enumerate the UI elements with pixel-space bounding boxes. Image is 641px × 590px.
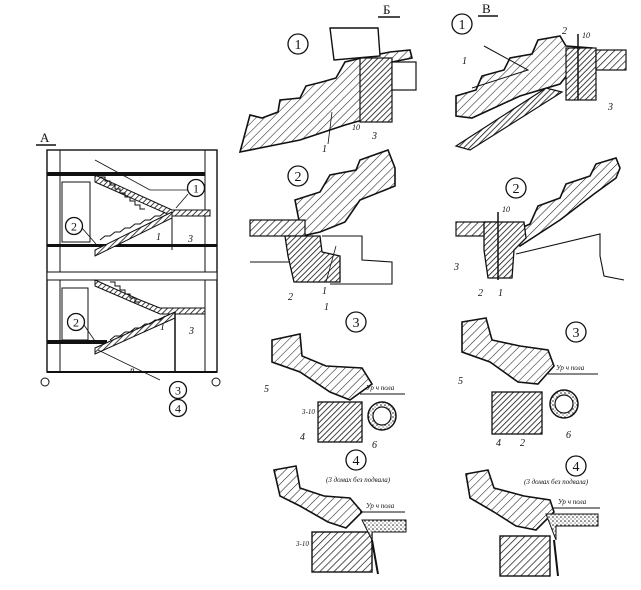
callout-number: 2 — [71, 220, 77, 234]
detail-callout — [565, 321, 587, 343]
axis-marker — [211, 377, 221, 387]
svg-text:3: 3 — [607, 102, 613, 113]
svg-text:3: 3 — [573, 326, 580, 341]
landing-beam — [284, 235, 341, 283]
landing-slab — [249, 219, 306, 237]
callout-number: 1 — [193, 182, 199, 196]
svg-text:3: 3 — [187, 234, 193, 245]
callout-circle — [66, 312, 86, 332]
svg-text:10: 10 — [502, 205, 510, 214]
svg-text:5: 5 — [458, 376, 463, 387]
section-letter-b: Б — [383, 2, 390, 17]
svg-text:3: 3 — [371, 131, 377, 142]
callout-circle — [186, 178, 206, 198]
floor-slab — [47, 244, 217, 247]
foundation-block — [499, 535, 551, 577]
svg-text:(3 домах без подвала): (3 домах без подвала) — [326, 476, 391, 484]
support-block — [491, 391, 543, 435]
detail-callout — [451, 13, 473, 35]
svg-text:3-10: 3-10 — [301, 408, 315, 416]
landing-beam — [483, 221, 527, 279]
landing-slab — [94, 174, 211, 217]
svg-text:4: 4 — [353, 454, 360, 469]
svg-text:2: 2 — [520, 438, 525, 449]
detail-callout — [565, 455, 587, 477]
svg-text:Ур ч пола: Ур ч пола — [366, 384, 395, 392]
top-step — [329, 27, 381, 61]
svg-text:1: 1 — [156, 232, 161, 243]
svg-text:1: 1 — [322, 286, 327, 297]
floor-slab — [46, 271, 218, 281]
svg-text:1: 1 — [498, 288, 503, 299]
svg-text:5: 5 — [264, 384, 269, 395]
detail-callout — [505, 177, 527, 199]
svg-text:1: 1 — [295, 38, 302, 53]
svg-text:3: 3 — [188, 326, 194, 337]
svg-text:4: 4 — [496, 438, 501, 449]
foundation-block — [311, 531, 373, 573]
stair-section-concrete — [461, 317, 555, 385]
section-letter-a: A — [40, 130, 50, 145]
detail-callout — [287, 165, 309, 187]
svg-text:2: 2 — [562, 26, 567, 37]
svg-text:10: 10 — [352, 123, 360, 132]
overview-section: A 1 2 2 — [36, 130, 221, 418]
floor-fill — [361, 519, 407, 541]
detail-callout — [345, 449, 367, 471]
column-b: Б 1 1 10 3 2 2 1 1 3 Ур ч пола 3-10 — [238, 2, 417, 575]
detail-callout — [287, 33, 309, 55]
floor-fill — [545, 513, 599, 541]
support-block — [317, 401, 363, 443]
column-v: В 1 1 2 10 3 2 10 3 2 1 3 Ур ч пол — [451, 1, 627, 577]
svg-text:2: 2 — [478, 288, 483, 299]
callout-number: 2 — [73, 316, 79, 330]
svg-text:10: 10 — [582, 31, 590, 40]
floor-slab — [47, 340, 107, 344]
section-letter-v: В — [482, 1, 491, 16]
callout-circle — [64, 216, 84, 236]
svg-text:2: 2 — [513, 182, 520, 197]
stair-flight — [94, 311, 176, 355]
stair-section-concrete — [465, 469, 555, 531]
landing-beam — [565, 47, 597, 101]
callout-number: 3 — [175, 384, 181, 398]
svg-text:4: 4 — [573, 460, 580, 475]
stair-section-concrete — [506, 157, 621, 248]
svg-text:3: 3 — [453, 262, 459, 273]
slab-end — [391, 61, 417, 91]
svg-text:Ур ч пола: Ур ч пола — [556, 364, 585, 372]
svg-text:1: 1 — [160, 322, 165, 333]
floor-slab — [47, 172, 205, 176]
svg-text:(3 домах без подвала): (3 домах без подвала) — [524, 478, 589, 486]
svg-text:3: 3 — [353, 316, 360, 331]
callout-circle — [168, 398, 188, 418]
svg-text:1: 1 — [459, 18, 466, 33]
svg-text:Ур ч пола: Ур ч пола — [366, 502, 395, 510]
svg-text:2: 2 — [295, 170, 302, 185]
svg-text:n: n — [130, 365, 135, 375]
stringer — [454, 87, 564, 151]
door — [61, 287, 89, 341]
svg-text:Ур ч пола: Ур ч пола — [558, 498, 587, 506]
door — [61, 181, 91, 243]
stair-steps — [100, 176, 145, 210]
detail-callout — [345, 311, 367, 333]
svg-text:6: 6 — [566, 430, 571, 441]
stair-section-concrete — [271, 333, 374, 401]
svg-text:1: 1 — [324, 302, 329, 313]
callout-circle — [168, 380, 188, 400]
svg-text:3-10: 3-10 — [295, 540, 309, 548]
landing-beam — [359, 57, 393, 123]
axis-marker — [40, 377, 50, 387]
svg-text:4: 4 — [300, 432, 305, 443]
svg-text:2: 2 — [288, 292, 293, 303]
svg-text:1: 1 — [322, 144, 327, 155]
svg-text:1: 1 — [462, 56, 467, 67]
callout-number: 4 — [175, 402, 181, 416]
svg-text:6: 6 — [372, 440, 377, 451]
stair-section-concrete — [294, 148, 396, 237]
